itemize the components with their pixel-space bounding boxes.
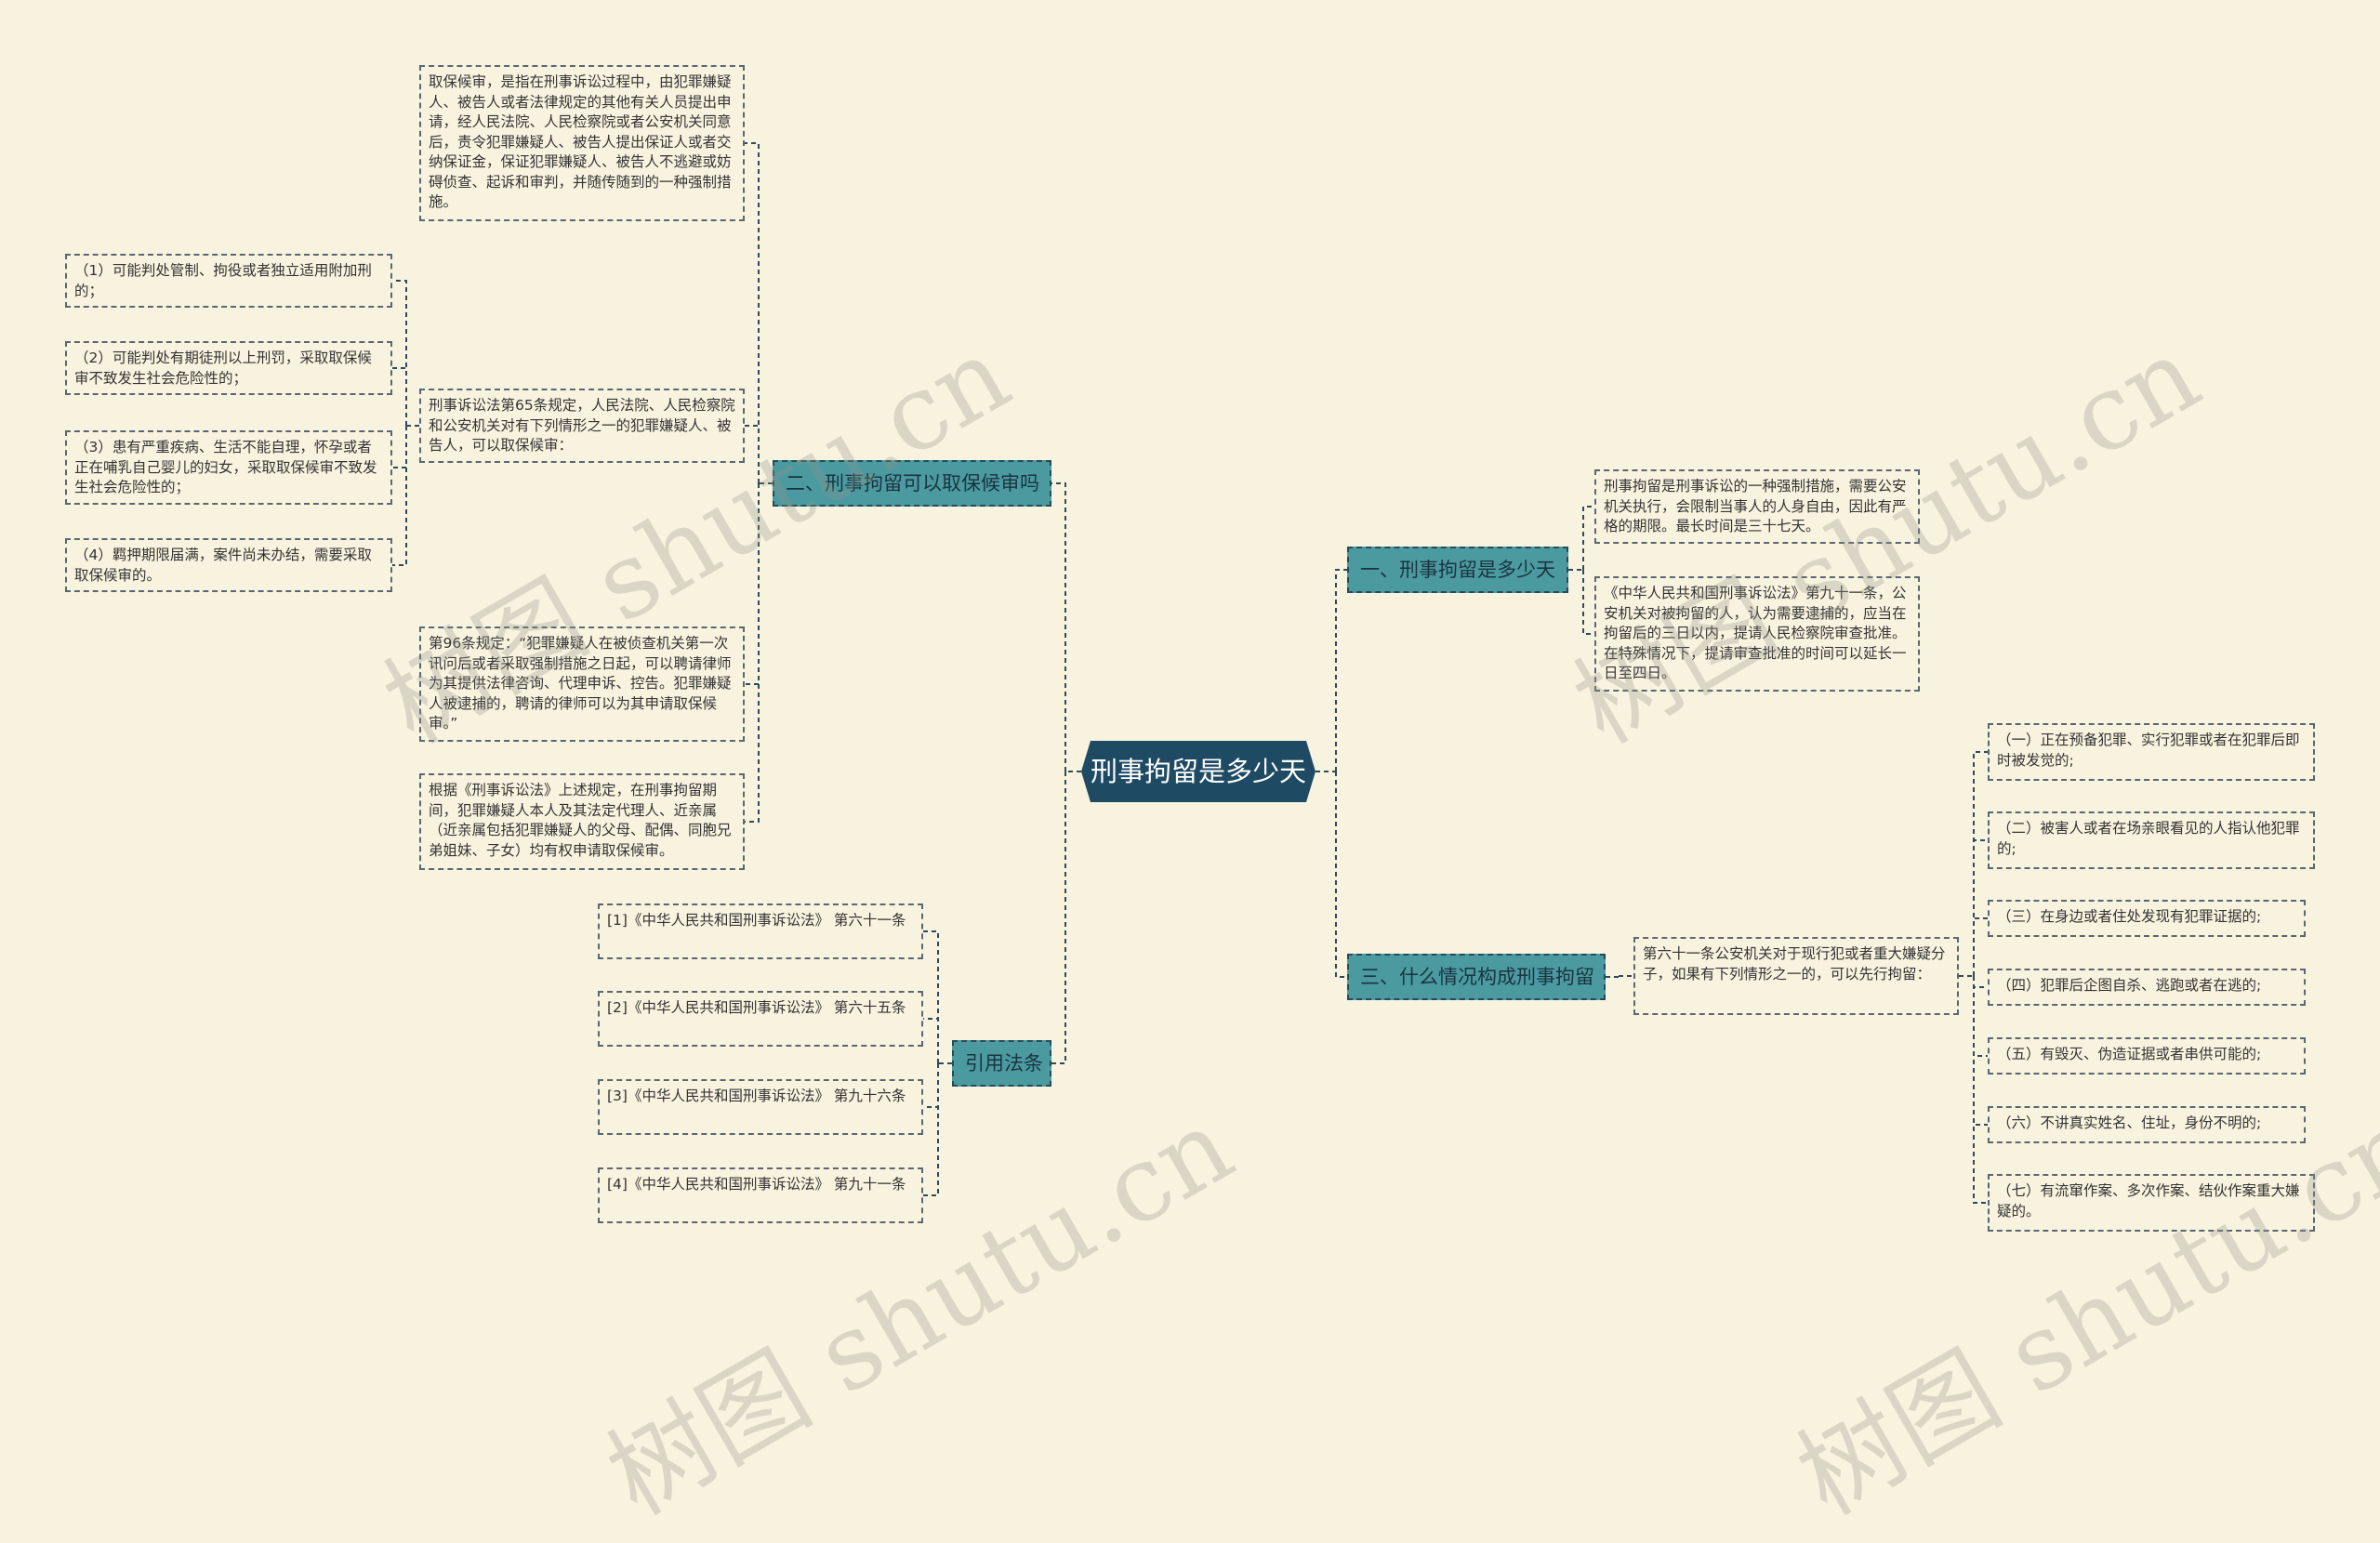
branch-bail[interactable]: 二、刑事拘留可以取保候审吗 [773, 460, 1051, 507]
connector-line [745, 483, 760, 685]
leaf-bail-case-4[interactable]: （4）羁押期限届满，案件尚未办结，需要采取取保候审的。 [65, 538, 392, 592]
leaf-condition-4[interactable]: （四）犯罪后企图自杀、逃跑或者在逃的; [1988, 969, 2306, 1006]
leaf-days-definition[interactable]: 刑事拘留是刑事诉讼的一种强制措施，需要公安机关执行，会限制当事人的人身自由，因此… [1594, 469, 1920, 544]
leaf-condition-5[interactable]: （五）有毁灭、伪造证据或者串供可能的; [1988, 1037, 2306, 1075]
connector-line [923, 930, 939, 1063]
connector-line [1973, 976, 1988, 988]
leaf-reference-4[interactable]: [4]《中华人民共和国刑事诉讼法》 第九十一条 [598, 1167, 923, 1223]
leaf-bail-definition[interactable]: 取保候审，是指在刑事诉讼过程中，由犯罪嫌疑人、被告人或者法律规定的其他有关人员提… [419, 65, 745, 221]
connector-line [392, 280, 407, 426]
branch-conditions[interactable]: 三、什么情况构成刑事拘留 [1347, 954, 1606, 1000]
branch-references[interactable]: 引用法条 [952, 1040, 1051, 1087]
connector-line [923, 1063, 939, 1108]
leaf-bail-case-3[interactable]: （3）患有严重疾病、生活不能自理，怀孕或者正在哺乳自己婴儿的妇女，采取取保候审不… [65, 430, 392, 505]
leaf-bail-summary[interactable]: 根据《刑事诉讼法》上述规定，在刑事拘留期间，犯罪嫌疑人本人及其法定代理人、近亲属… [419, 773, 745, 870]
connector-line [1582, 506, 1594, 570]
leaf-bail-case-1[interactable]: （1）可能判处管制、拘役或者独立适用附加刑的； [65, 254, 392, 308]
connector-line [745, 142, 760, 483]
leaf-reference-3[interactable]: [3]《中华人民共和国刑事诉讼法》 第九十六条 [598, 1079, 923, 1135]
connector-line [1973, 976, 1988, 1126]
connector-line [1335, 772, 1347, 978]
connector-line [392, 426, 407, 566]
connector-line [392, 367, 407, 426]
connector-line [923, 1063, 939, 1196]
connector-line [392, 426, 407, 468]
leaf-bail-article-65[interactable]: 刑事诉讼法第65条规定，人民法院、人民检察院和公安机关对有下列情形之一的犯罪嫌疑… [419, 389, 745, 463]
connector-line [1582, 570, 1594, 635]
connector-line [1973, 976, 1988, 1204]
connector-line [1973, 839, 1988, 976]
leaf-bail-article-96[interactable]: 第96条规定：“犯罪嫌疑人在被侦查机关第一次讯问后或者采取强制措施之日起，可以聘… [419, 626, 745, 742]
connector-line [1051, 772, 1066, 1064]
leaf-reference-2[interactable]: [2]《中华人民共和国刑事诉讼法》 第六十五条 [598, 991, 923, 1047]
leaf-conditions-article-61[interactable]: 第六十一条公安机关对于现行犯或者重大嫌疑分子，如果有下列情形之一的，可以先行拘留… [1633, 937, 1959, 1015]
branch-days[interactable]: 一、刑事拘留是多少天 [1347, 547, 1568, 593]
connector-lines [392, 142, 1988, 1204]
connector-line [923, 1018, 939, 1063]
leaf-condition-7[interactable]: （七）有流窜作案、多次作案、结伙作案重大嫌疑的。 [1988, 1174, 2315, 1232]
connector-line [745, 483, 760, 823]
leaf-condition-3[interactable]: （三）在身边或者住处发现有犯罪证据的; [1988, 900, 2306, 937]
leaf-condition-6[interactable]: （六）不讲真实姓名、住址，身份不明的; [1988, 1106, 2306, 1143]
connector-line [1973, 917, 1988, 976]
leaf-condition-1[interactable]: （一）正在预备犯罪、实行犯罪或者在犯罪后即时被发觉的; [1988, 723, 2315, 781]
connector-line [1973, 751, 1988, 976]
connector-line [1051, 482, 1066, 772]
connector-line [1335, 569, 1347, 772]
leaf-bail-case-2[interactable]: （2）可能判处有期徒刑以上刑罚，采取取保候审不致发生社会危险性的； [65, 341, 392, 395]
leaf-reference-1[interactable]: [1]《中华人民共和国刑事诉讼法》 第六十一条 [598, 903, 923, 959]
connector-line [1619, 975, 1633, 977]
root-topic[interactable]: 刑事拘留是多少天 [1081, 741, 1316, 802]
leaf-condition-2[interactable]: （二）被害人或者在场亲眼看见的人指认他犯罪的; [1988, 811, 2315, 869]
leaf-days-article-91[interactable]: 《中华人民共和国刑事诉讼法》第九十一条，公安机关对被拘留的人，认为需要逮捕的，应… [1594, 576, 1920, 692]
connector-line [745, 425, 760, 483]
